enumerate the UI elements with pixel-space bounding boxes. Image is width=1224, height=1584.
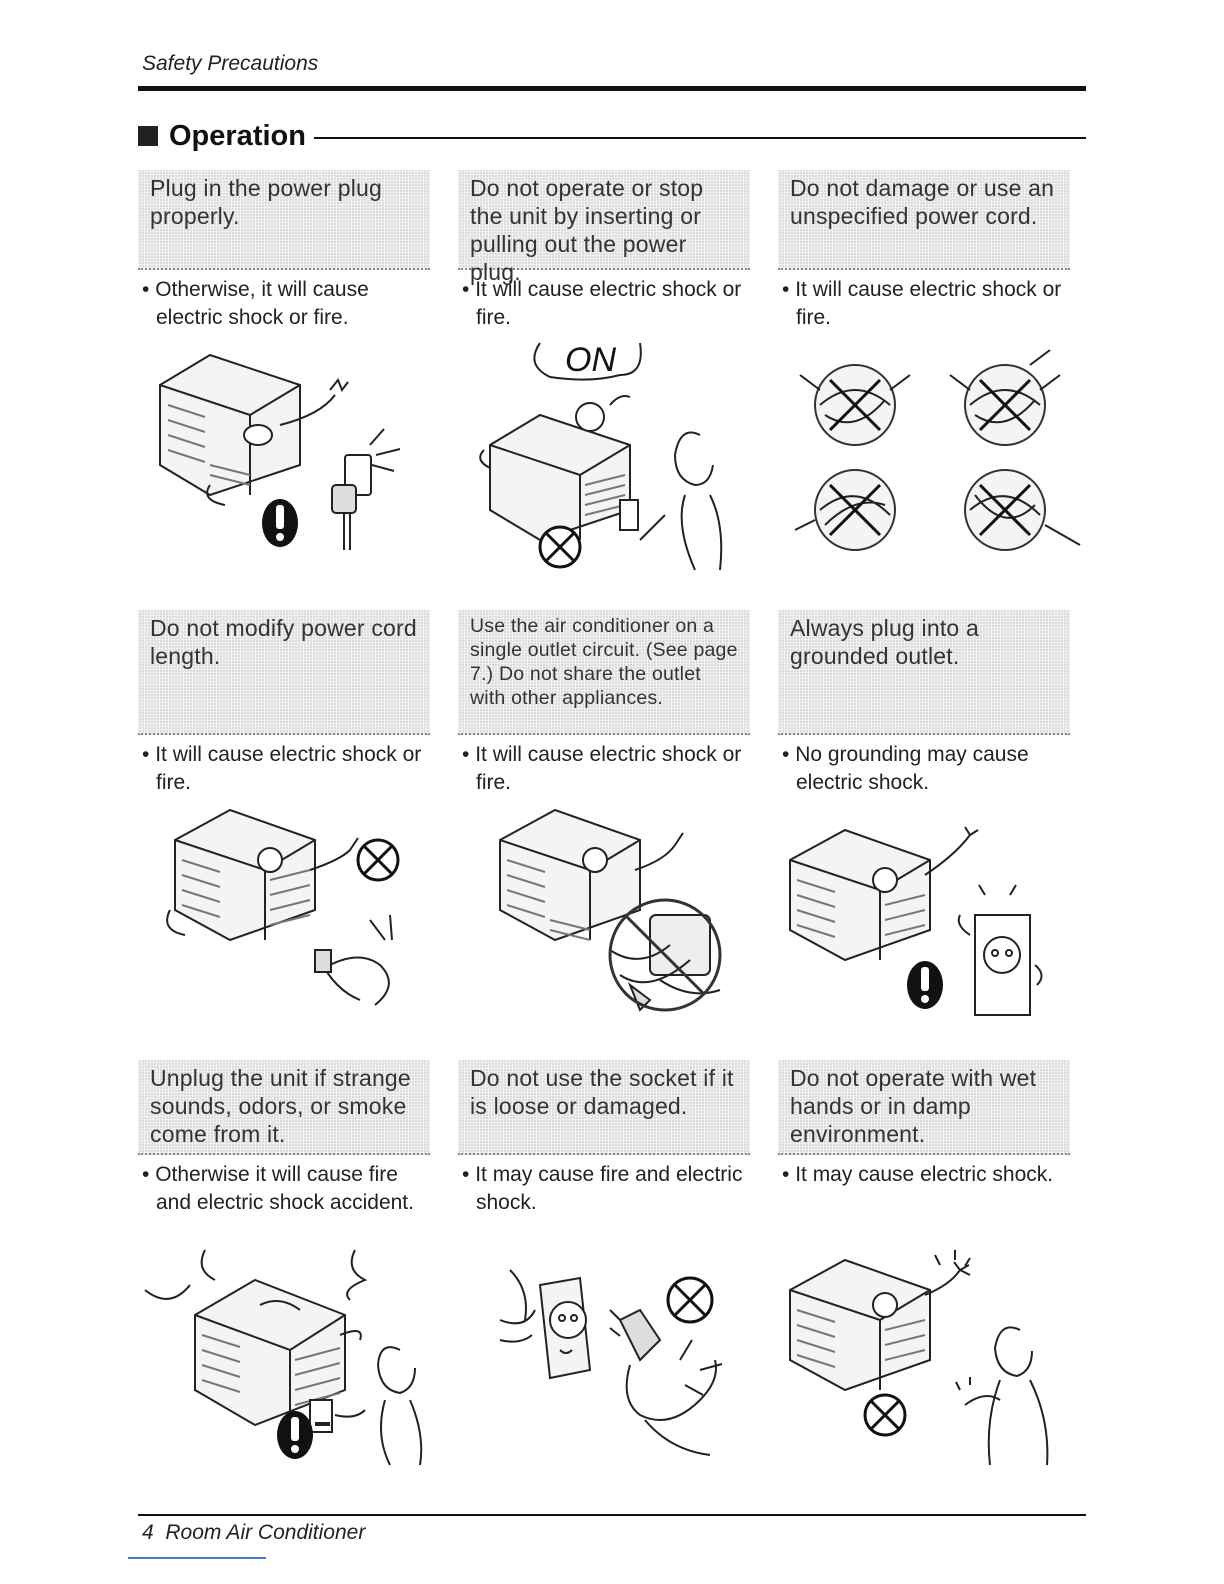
section-heading: Operation [138,116,1086,156]
precaution-note: No grounding may cause electric shock. [778,741,1074,797]
precaution-cell: Do not modify power cord length. It will… [138,610,434,797]
section-title: Operation [169,119,306,152]
precaution-note: It will cause electric shock or fire. [138,741,434,797]
prohibited-icon [828,378,1032,537]
precaution-banner-text: Unplug the unit if strange sounds, odors… [150,1065,411,1147]
on-callout-label: ON [565,341,616,379]
precaution-note: It will cause electric shock or fire. [778,276,1074,332]
precaution-banner: Unplug the unit if strange sounds, odors… [138,1060,430,1155]
prohibited-icon [356,838,400,882]
precaution-note: It may cause fire and electric shock. [458,1161,754,1217]
exclamation-icon [907,961,943,1009]
precaution-banner: Always plug into a grounded outlet. [778,610,1070,735]
precaution-cell: Do not operate or stop the unit by inser… [458,170,754,332]
prohibited-icon [666,1276,714,1324]
grounded-outlet-illustration [789,826,1043,1016]
woman-unplugging-illustration: ON [479,341,723,571]
footer-title: Room Air Conditioner [165,1521,366,1544]
precaution-cell: Do not use the socket if it is loose or … [458,1060,754,1217]
precaution-cell: Do not damage or use an unspecified powe… [778,170,1074,332]
precaution-banner-text: Do not damage or use an unspecified powe… [790,175,1055,229]
exclamation-icon [277,1411,313,1459]
precaution-cell: Unplug the unit if strange sounds, odors… [138,1060,434,1217]
header-rule [138,86,1086,91]
precaution-banner: Plug in the power plug properly. [138,170,430,270]
precaution-note: It may cause electric shock. [778,1161,1074,1189]
ac-unit-cord-illustration [166,808,400,1006]
prohibited-icon [863,1393,907,1437]
precaution-cell: Do not operate with wet hands or in damp… [778,1060,1074,1189]
precaution-cell: Plug in the power plug properly. Otherwi… [138,170,434,332]
precaution-banner-text: Always plug into a grounded outlet. [790,615,979,669]
precaution-note: It will cause electric shock or fire. [458,741,754,797]
precaution-banner-text: Do not operate or stop the unit by inser… [470,175,704,285]
precaution-banner: Do not modify power cord length. [138,610,430,735]
precaution-banner-text: Plug in the power plug properly. [150,175,382,229]
shared-outlet-illustration [499,808,722,1012]
ac-unit-plug-illustration [159,353,401,550]
precaution-cell: Use the air conditioner on a single outl… [458,610,754,797]
damaged-cords-illustration [794,349,1081,551]
precaution-note: Otherwise, it will cause electric shock … [138,276,434,332]
exclamation-icon [262,499,298,547]
precaution-banner: Do not use the socket if it is loose or … [458,1060,750,1155]
precaution-banner: Do not operate with wet hands or in damp… [778,1060,1070,1155]
precaution-banner-text: Do not modify power cord length. [150,615,417,669]
page-footer: 4 Room Air Conditioner [142,1521,365,1545]
prohibited-icon [538,525,582,569]
prohibited-icon [608,898,722,1012]
precaution-banner: Use the air conditioner on a single outl… [458,610,750,735]
precaution-banner-text: Use the air conditioner on a single outl… [470,615,738,709]
section-rule [313,137,1086,139]
precaution-banner-text: Do not use the socket if it is loose or … [470,1065,734,1119]
precaution-banner: Do not damage or use an unspecified powe… [778,170,1070,270]
square-bullet-icon [138,126,158,146]
precaution-note: It will cause electric shock or fire. [458,276,754,332]
footer-rule [138,1514,1086,1516]
precaution-note: Otherwise it will cause fire and electri… [138,1161,434,1217]
damaged-socket-illustration [499,1269,723,1456]
page-number: 4 [142,1521,154,1544]
wet-hands-illustration [789,1250,1049,1466]
precaution-banner-text: Do not operate with wet hands or in damp… [790,1065,1037,1147]
precaution-banner: Do not operate or stop the unit by inser… [458,170,750,285]
footer-marker [128,1557,266,1559]
page-header-label: Safety Precautions [142,52,319,75]
smoking-unit-illustration [144,1249,423,1466]
precaution-cell: Always plug into a grounded outlet. No g… [778,610,1074,797]
